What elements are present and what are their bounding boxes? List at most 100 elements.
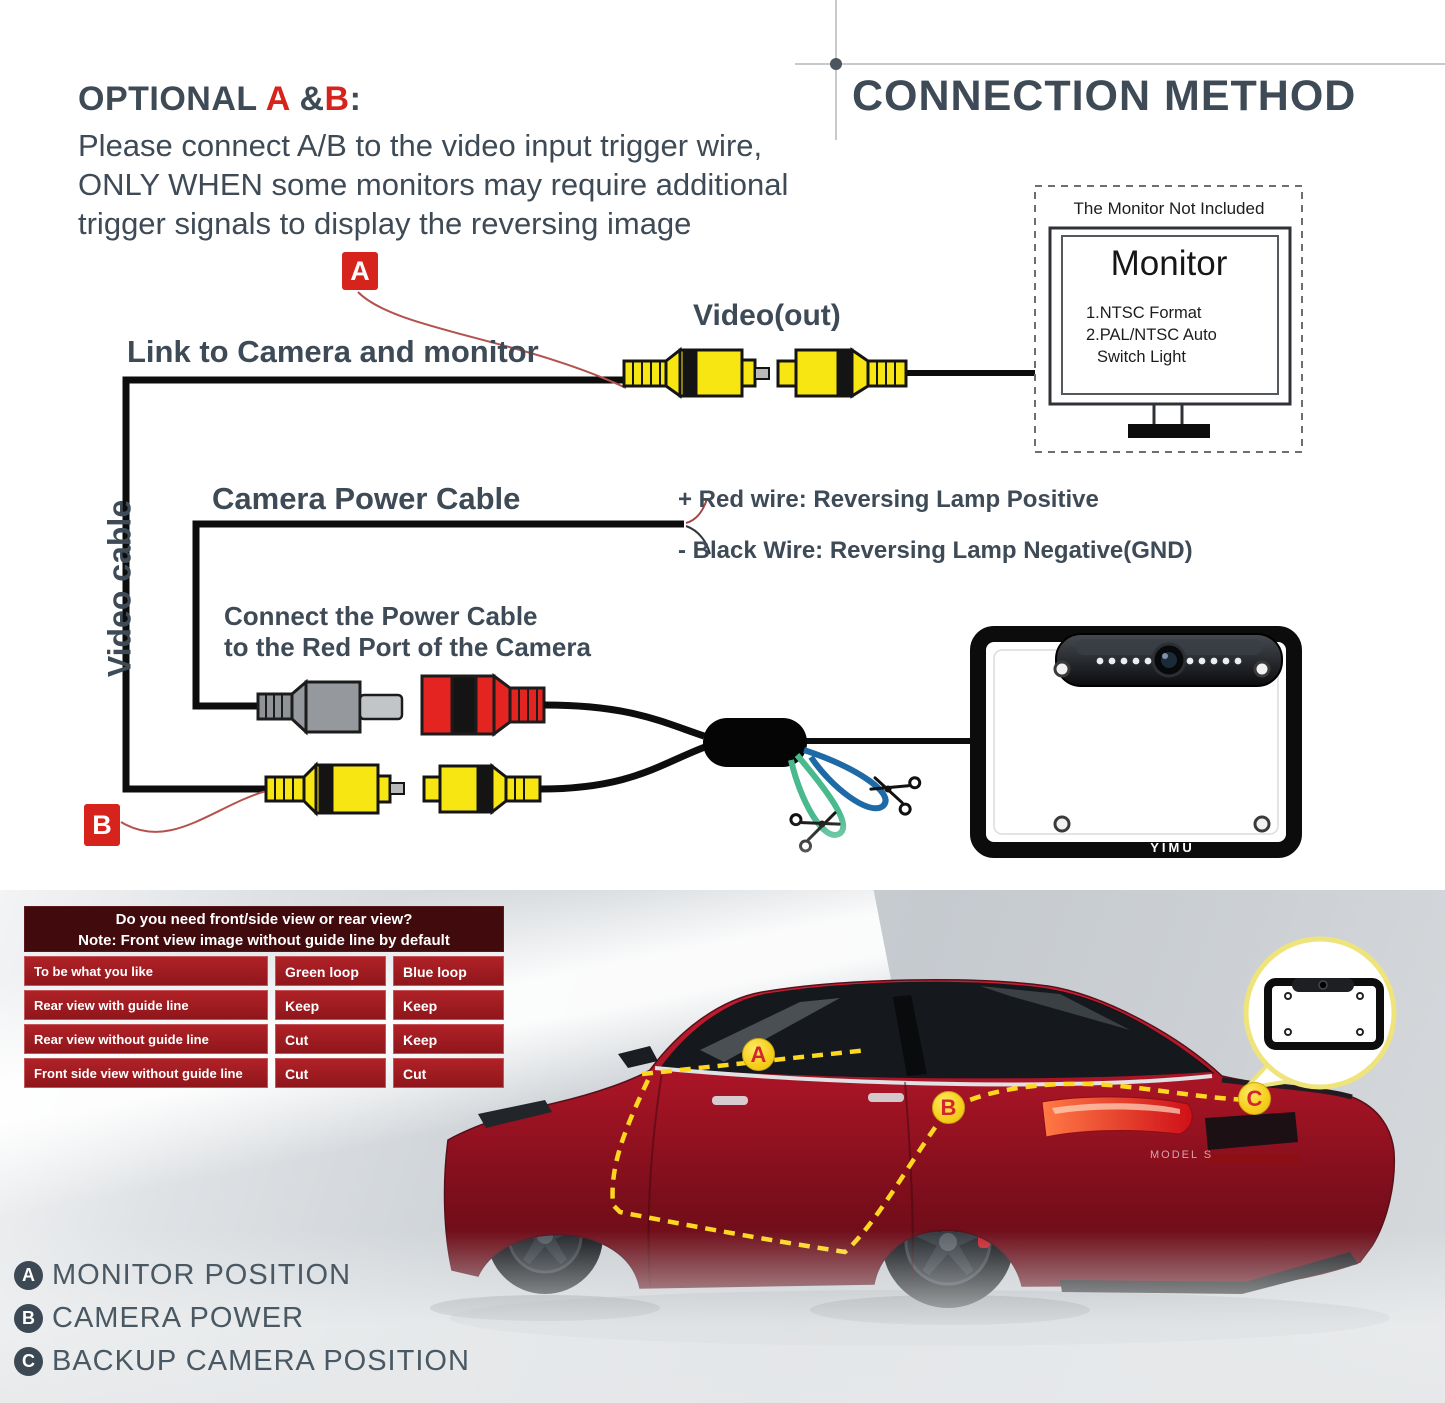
legend-badge-a: A	[14, 1260, 43, 1290]
marker-backup-camera: C	[1238, 1082, 1271, 1115]
header-dot-icon	[830, 58, 842, 70]
table-row: Front side view without guide line Cut C…	[24, 1058, 504, 1088]
side-mirror-icon	[618, 1046, 658, 1068]
door-handle-front	[712, 1096, 748, 1105]
legend-row-camera: C BACKUP CAMERA POSITION	[14, 1344, 470, 1378]
table-cell: Green loop	[275, 956, 386, 986]
pointer-b-curve	[120, 790, 267, 833]
legend-badge-b: B	[14, 1303, 43, 1333]
connect-power-label: Connect the Power Cable to the Red Port …	[224, 601, 591, 663]
optional-line-2: ONLY WHEN some monitors may require addi…	[78, 167, 789, 202]
table-row: Rear view with guide line Keep Keep	[24, 990, 504, 1020]
monitor-icon	[1034, 185, 1303, 453]
optional-heading-prefix: OPTIONAL	[78, 80, 266, 118]
table-cell: Rear view without guide line	[24, 1024, 268, 1054]
optional-line-1: Please connect A/B to the video input tr…	[78, 128, 763, 163]
table-header-line-1: Do you need front/side view or rear view…	[115, 911, 413, 928]
optional-line-3: trigger signals to display the reversing…	[78, 206, 692, 241]
monitor-spec-3: Switch Light	[1097, 348, 1186, 366]
table-cell: To be what you like	[24, 956, 268, 986]
label-badge-b: B	[84, 804, 120, 846]
car-model-badge: MODEL S	[1150, 1149, 1213, 1161]
optional-heading-b: B	[324, 80, 350, 118]
rca-female-video-icon	[776, 347, 908, 399]
table-cell: Keep	[393, 1024, 504, 1054]
table-cell: Cut	[393, 1058, 504, 1088]
table-cell: Cut	[275, 1024, 386, 1054]
monitor-title: Monitor	[1110, 244, 1228, 283]
rca-female-b-icon	[422, 762, 542, 816]
table-cell: Keep	[275, 990, 386, 1020]
car-windows	[660, 981, 1210, 1079]
legend-badge-c: C	[14, 1346, 43, 1376]
window-glare-2	[980, 986, 1130, 1030]
connect-power-line-2: to the Red Port of the Camera	[224, 632, 591, 662]
optional-heading-a: A	[265, 80, 290, 118]
table-row: To be what you like Green loop Blue loop	[24, 956, 504, 986]
fender-vent-icon	[478, 1100, 552, 1128]
rca-male-b-icon	[264, 761, 405, 817]
black-wire-label: - Black Wire: Reversing Lamp Negative(GN…	[678, 537, 1193, 564]
frame-brand-label: YIMU	[1150, 840, 1195, 855]
window-glare	[700, 998, 840, 1062]
scissors-blue-icon	[869, 776, 922, 816]
video-cable-label: Video cable	[101, 499, 138, 678]
door-handle-rear	[868, 1093, 904, 1102]
camera-red-port-icon	[420, 673, 546, 737]
product-callout-bubble	[1240, 936, 1397, 1091]
loop-blue-icon	[803, 747, 889, 812]
spoiler-lip	[1221, 1077, 1353, 1100]
legend-label-monitor: MONITOR POSITION	[52, 1258, 352, 1291]
taillight-inner	[1052, 1103, 1180, 1114]
rca-b-cable	[539, 743, 707, 793]
monitor-not-included-label: The Monitor Not Included	[1073, 199, 1265, 218]
legend-row-monitor: A MONITOR POSITION	[14, 1258, 470, 1292]
black-wire-hook	[685, 525, 711, 555]
license-recess	[1205, 1112, 1298, 1150]
optional-paragraph: Please connect A/B to the video input tr…	[78, 126, 788, 243]
label-badge-a: A	[342, 252, 378, 290]
loop-cut-table: Do you need front/side view or rear view…	[24, 906, 504, 1088]
frame-screw-holes-icon	[1053, 660, 1271, 833]
table-cell: Blue loop	[393, 956, 504, 986]
pointer-a-curve	[357, 291, 627, 389]
legend-label-power: CAMERA POWER	[52, 1301, 305, 1334]
red-port-cable	[543, 701, 706, 740]
header-rule-lines	[795, 0, 1445, 140]
red-wire-hook	[685, 498, 708, 524]
red-wire-label: + Red wire: Reversing Lamp Positive	[678, 486, 1099, 513]
table-header: Do you need front/side view or rear view…	[24, 906, 504, 952]
connection-diagram	[120, 0, 1445, 858]
beltline-chrome	[654, 1066, 1213, 1087]
optional-heading-amp: &	[289, 80, 325, 118]
license-frame-camera-icon	[970, 626, 1302, 858]
led-row-icon	[1096, 657, 1242, 665]
connect-power-line-1: Connect the Power Cable	[224, 601, 538, 631]
rear-reflector	[1206, 1154, 1300, 1163]
rca-male-video-icon	[622, 346, 770, 399]
mini-license-frame-icon	[1264, 978, 1384, 1050]
video-out-label: Video(out)	[693, 299, 841, 332]
legend-label-camera: BACKUP CAMERA POSITION	[52, 1344, 470, 1377]
optional-heading-colon: :	[349, 80, 362, 118]
table-cell: Cut	[275, 1058, 386, 1088]
table-header-line-2: Note: Front view image without guide lin…	[78, 932, 450, 949]
camera-power-line	[192, 520, 684, 710]
monitor-spec-1: 1.NTSC Format	[1086, 304, 1202, 322]
marker-camera-power: B	[932, 1091, 965, 1124]
table-cell: Front side view without guide line	[24, 1058, 268, 1088]
page-title: CONNECTION METHOD	[852, 72, 1357, 120]
monitor-spec-list: 1.NTSC Format 2.PAL/NTSC Auto Switch Lig…	[1086, 302, 1217, 368]
table-row: Rear view without guide line Cut Keep	[24, 1024, 504, 1054]
table-cell: Rear view with guide line	[24, 990, 268, 1020]
b-pillar	[893, 995, 927, 1076]
legend-row-power: B CAMERA POWER	[14, 1301, 470, 1335]
power-plug-gray-icon	[256, 678, 404, 736]
marker-monitor-position: A	[742, 1038, 775, 1071]
position-legend: A MONITOR POSITION B CAMERA POWER C BACK…	[14, 1258, 470, 1378]
optional-heading: OPTIONAL A &B:	[78, 80, 361, 119]
filter-box-icon	[703, 718, 807, 767]
video-cable-line	[122, 376, 626, 793]
monitor-spec-2: 2.PAL/NTSC Auto	[1086, 326, 1217, 344]
